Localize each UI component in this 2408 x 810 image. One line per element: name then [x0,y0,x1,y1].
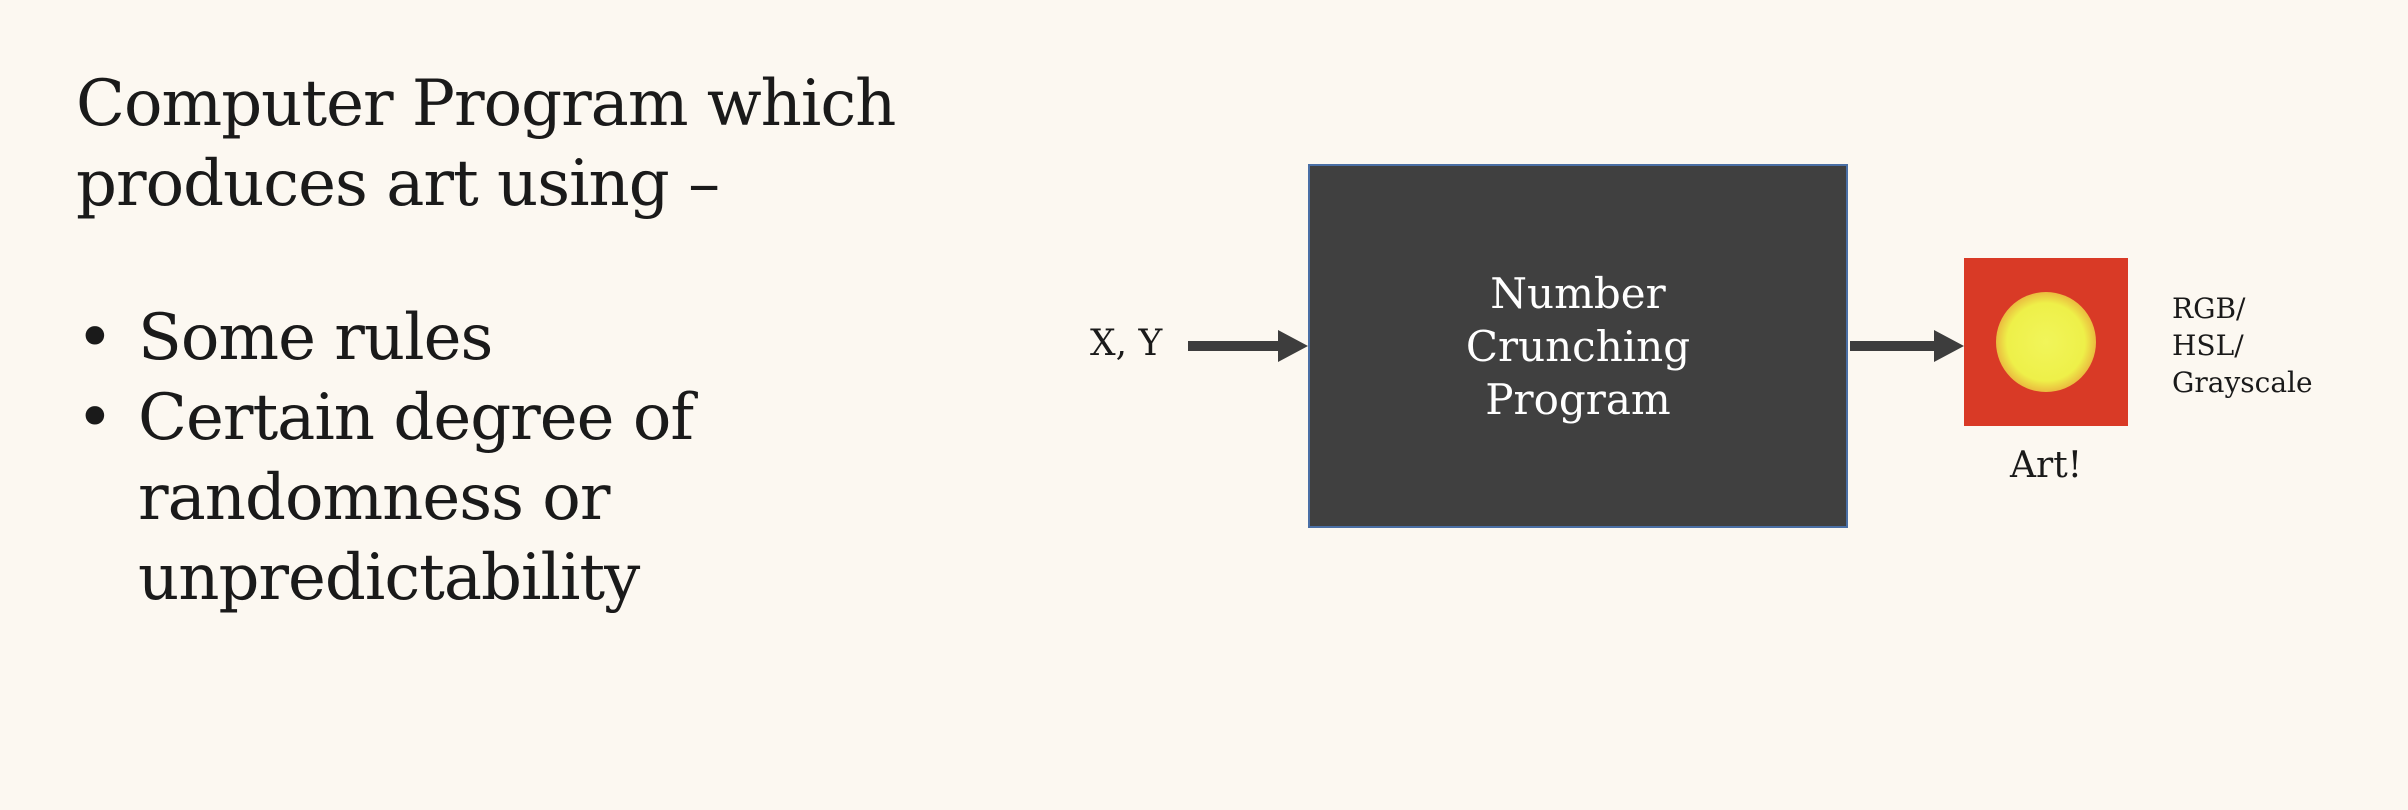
program-label-line: Crunching [1465,321,1691,371]
art-output-image [1964,258,2128,426]
bullet-text: randomness or [138,461,610,535]
program-label-line: Program [1485,374,1671,424]
input-arrow [1188,341,1280,351]
heading-line: Computer Program which [76,67,896,141]
program-box: Number Crunching Program [1308,164,1848,528]
input-arrow-head [1278,330,1308,362]
bullet-marker: • [76,301,114,375]
glowing-circle-icon [1996,292,2096,392]
bullet-item: • Some rules [76,298,976,378]
bullet-item: • Certain degree of randomness or unpred… [76,378,976,618]
input-label: X, Y [1090,323,1163,364]
art-label: Art! [2010,445,2083,486]
bullet-text: Certain degree of [138,381,694,455]
bullet-text: Some rules [138,301,493,375]
bullet-marker: • [76,381,114,455]
slide-heading: Computer Program which produces art usin… [76,64,976,224]
heading-line: produces art using – [76,147,720,221]
color-mode-line: HSL/ [2172,329,2244,362]
output-arrow [1850,341,1936,351]
color-mode-label: RGB/ HSL/ Grayscale [2172,290,2313,401]
color-mode-line: RGB/ [2172,292,2246,325]
color-mode-line: Grayscale [2172,366,2313,399]
program-label-line: Number [1490,268,1666,318]
program-label: Number Crunching Program [1466,267,1690,426]
bullet-text: unpredictability [138,541,640,615]
output-arrow-head [1934,330,1964,362]
bullet-list: • Some rules • Certain degree of randomn… [76,298,976,618]
